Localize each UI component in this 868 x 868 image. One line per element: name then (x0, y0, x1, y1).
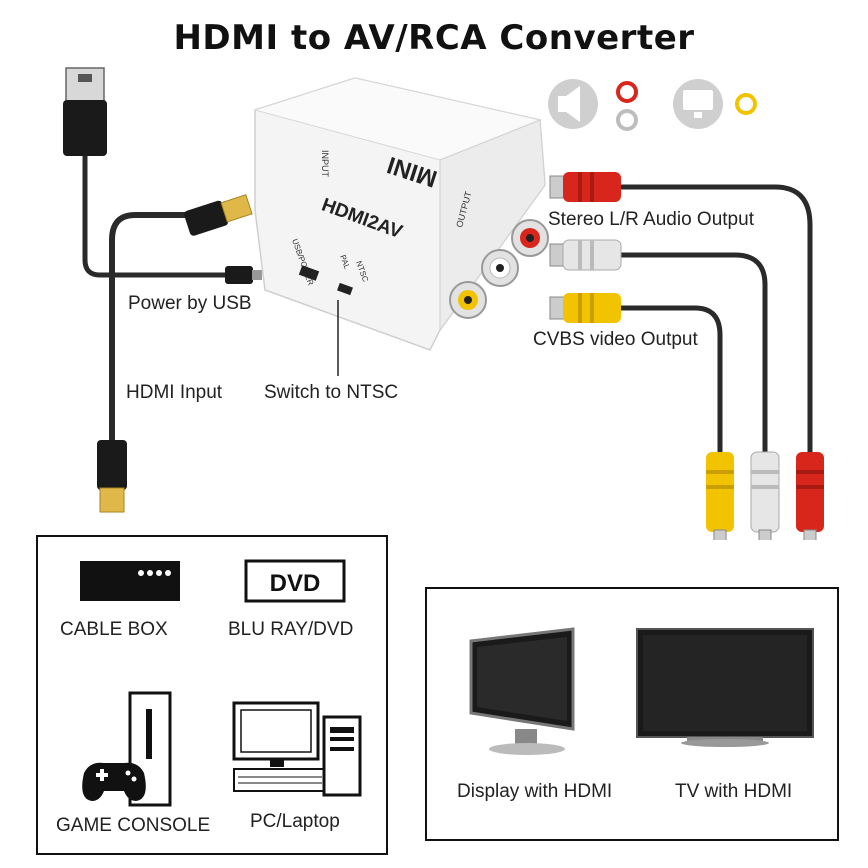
display-device-icons (469, 627, 814, 755)
hdmi-plug-bottom (97, 440, 127, 513)
cvbs-video-label: CVBS video Output (533, 329, 698, 350)
usb-cable (82, 150, 235, 278)
game-console-label: GAME CONSOLE (56, 815, 211, 836)
port-input-label: INPUT (320, 150, 330, 178)
rca-jack-red (511, 219, 549, 257)
micro-usb-plug (225, 266, 262, 284)
hdmi-tv-icon (636, 628, 814, 747)
pc-laptop-label: PC/Laptop (250, 811, 340, 832)
pc-laptop-icon (232, 701, 362, 797)
usb-plug (63, 67, 107, 156)
hdmi-display-icon (469, 627, 575, 755)
usb-port (298, 265, 320, 281)
monitor-icon (673, 79, 723, 129)
game-console-icon (82, 691, 172, 807)
hdmi-plug-top (184, 194, 253, 236)
display-devices-panel: Display with HDMI TV with HDMI (425, 587, 839, 841)
page-title: HDMI to AV/RCA Converter (173, 18, 695, 58)
source-device-icons: DVD (80, 559, 362, 807)
video-rca-icon (735, 93, 757, 115)
cable-box-icon (80, 561, 180, 601)
cable-box-label: CABLE BOX (60, 619, 168, 640)
dvd-icon: DVD (244, 559, 346, 603)
rca-cable-white (620, 252, 768, 455)
display-hdmi-label: Display with HDMI (457, 781, 613, 802)
rca-jack-yellow (449, 281, 487, 319)
audio-rca-icon (616, 81, 638, 131)
blu-ray-label: BLU RAY/DVD (228, 619, 354, 640)
tv-hdmi-label: TV with HDMI (675, 781, 793, 802)
pal-ntsc-switch (337, 282, 353, 296)
rca-plug-red-bottom (796, 452, 824, 540)
rca-plug-yellow-bottom (706, 452, 734, 540)
converter-box: MINI HDMI2AV INPUT OUTPUT USB/POWER PAL … (253, 77, 549, 351)
rca-cable-yellow (620, 305, 723, 455)
stereo-audio-label: Stereo L/R Audio Output (548, 209, 754, 230)
dvd-icon-text: DVD (270, 570, 321, 597)
switch-ntsc-label: Switch to NTSC (264, 382, 399, 403)
speaker-icon (548, 79, 598, 129)
rca-plug-yellow-left (549, 293, 621, 323)
converter-diagram: MINI HDMI2AV INPUT OUTPUT USB/POWER PAL … (63, 67, 824, 540)
power-usb-label: Power by USB (128, 293, 252, 314)
rca-plug-white-bottom (750, 451, 780, 540)
hdmi-cable (109, 212, 195, 445)
source-devices-panel: DVD CABLE BOX BLU RAY/DVD GAME CONSOLE P… (36, 535, 388, 855)
hdmi-input-label: HDMI Input (126, 382, 223, 403)
rca-plug-white-left (549, 239, 622, 271)
rca-plug-red-left (549, 172, 621, 202)
rca-jack-white (481, 249, 519, 287)
rca-cable-red (620, 184, 813, 455)
